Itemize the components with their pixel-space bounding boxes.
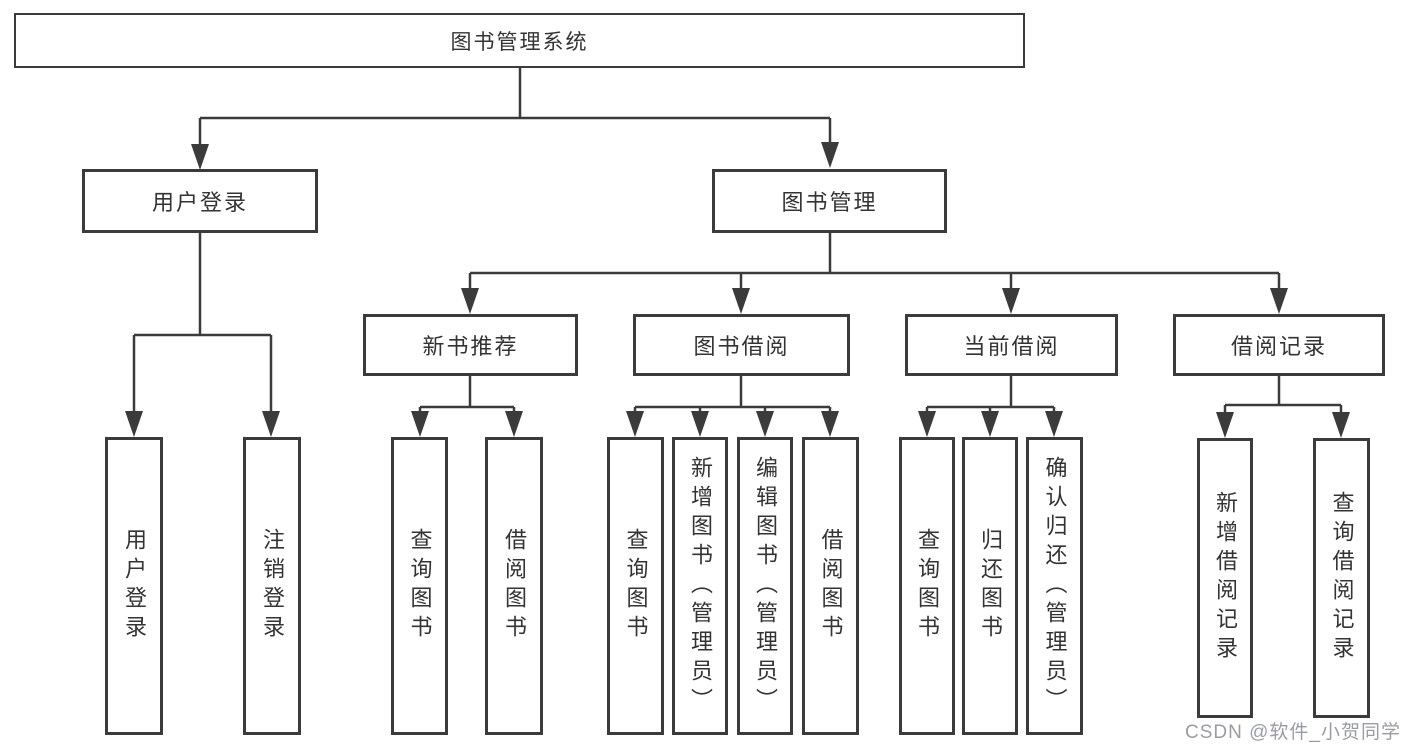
leaf-logout: 注销登录 bbox=[243, 437, 301, 735]
connector-segments bbox=[132, 68, 1343, 432]
leaf-add-borrow-record: 新增借阅记录 bbox=[1197, 438, 1253, 718]
leaf-query-books-current-label: 查询图书 bbox=[915, 528, 940, 644]
leaf-query-books-current: 查询图书 bbox=[899, 437, 955, 735]
node-borrowing-records-label: 借阅记录 bbox=[1230, 334, 1327, 359]
leaf-user-login-label: 用户登录 bbox=[122, 528, 147, 644]
leaf-query-books-borrow: 查询图书 bbox=[607, 437, 664, 735]
leaf-add-books-admin: 新增图书（管理员） bbox=[672, 437, 728, 735]
node-book-borrowing-label: 图书借阅 bbox=[693, 334, 790, 359]
leaf-borrow-books-recommend-label: 借阅图书 bbox=[502, 528, 527, 644]
leaf-query-borrow-record-label: 查询借阅记录 bbox=[1329, 491, 1355, 665]
node-root-label: 图书管理系统 bbox=[450, 30, 589, 54]
leaf-logout-label: 注销登录 bbox=[260, 528, 285, 644]
node-user-login-label: 用户登录 bbox=[151, 190, 248, 215]
node-current-borrowing-label: 当前借阅 bbox=[963, 334, 1060, 359]
leaf-query-borrow-record: 查询借阅记录 bbox=[1313, 438, 1370, 718]
leaf-borrow-books-recommend: 借阅图书 bbox=[485, 437, 543, 735]
leaf-edit-books-admin: 编辑图书（管理员） bbox=[737, 437, 793, 735]
node-user-login: 用户登录 bbox=[82, 169, 318, 233]
leaf-edit-books-admin-label: 编辑图书（管理员） bbox=[753, 455, 778, 717]
node-borrowing-records: 借阅记录 bbox=[1173, 314, 1385, 376]
leaf-add-books-admin-label: 新增图书（管理员） bbox=[688, 455, 713, 717]
leaf-user-login: 用户登录 bbox=[105, 437, 163, 735]
node-root: 图书管理系统 bbox=[14, 13, 1025, 68]
leaf-confirm-return-admin: 确认归还（管理员） bbox=[1026, 437, 1083, 735]
watermark: CSDN @软件_小贺同学 bbox=[1185, 722, 1401, 743]
arrowheads bbox=[125, 142, 1350, 438]
leaf-return-books: 归还图书 bbox=[962, 437, 1018, 735]
leaf-confirm-return-admin-label: 确认归还（管理员） bbox=[1042, 455, 1068, 717]
leaf-query-books-recommend-label: 查询图书 bbox=[407, 528, 433, 644]
node-new-book-recommendation: 新书推荐 bbox=[363, 314, 578, 376]
node-book-management: 图书管理 bbox=[712, 169, 947, 233]
node-book-management-label: 图书管理 bbox=[781, 190, 878, 215]
node-book-borrowing: 图书借阅 bbox=[633, 314, 850, 376]
leaf-query-books-borrow-label: 查询图书 bbox=[623, 528, 649, 644]
leaf-borrow-books-label: 借阅图书 bbox=[818, 528, 844, 644]
leaf-add-borrow-record-label: 新增借阅记录 bbox=[1213, 491, 1238, 665]
leaf-query-books-recommend: 查询图书 bbox=[391, 437, 448, 735]
leaf-borrow-books: 借阅图书 bbox=[802, 437, 859, 735]
node-new-book-recommendation-label: 新书推荐 bbox=[422, 334, 519, 359]
node-current-borrowing: 当前借阅 bbox=[905, 314, 1118, 376]
leaf-return-books-label: 归还图书 bbox=[978, 528, 1003, 644]
